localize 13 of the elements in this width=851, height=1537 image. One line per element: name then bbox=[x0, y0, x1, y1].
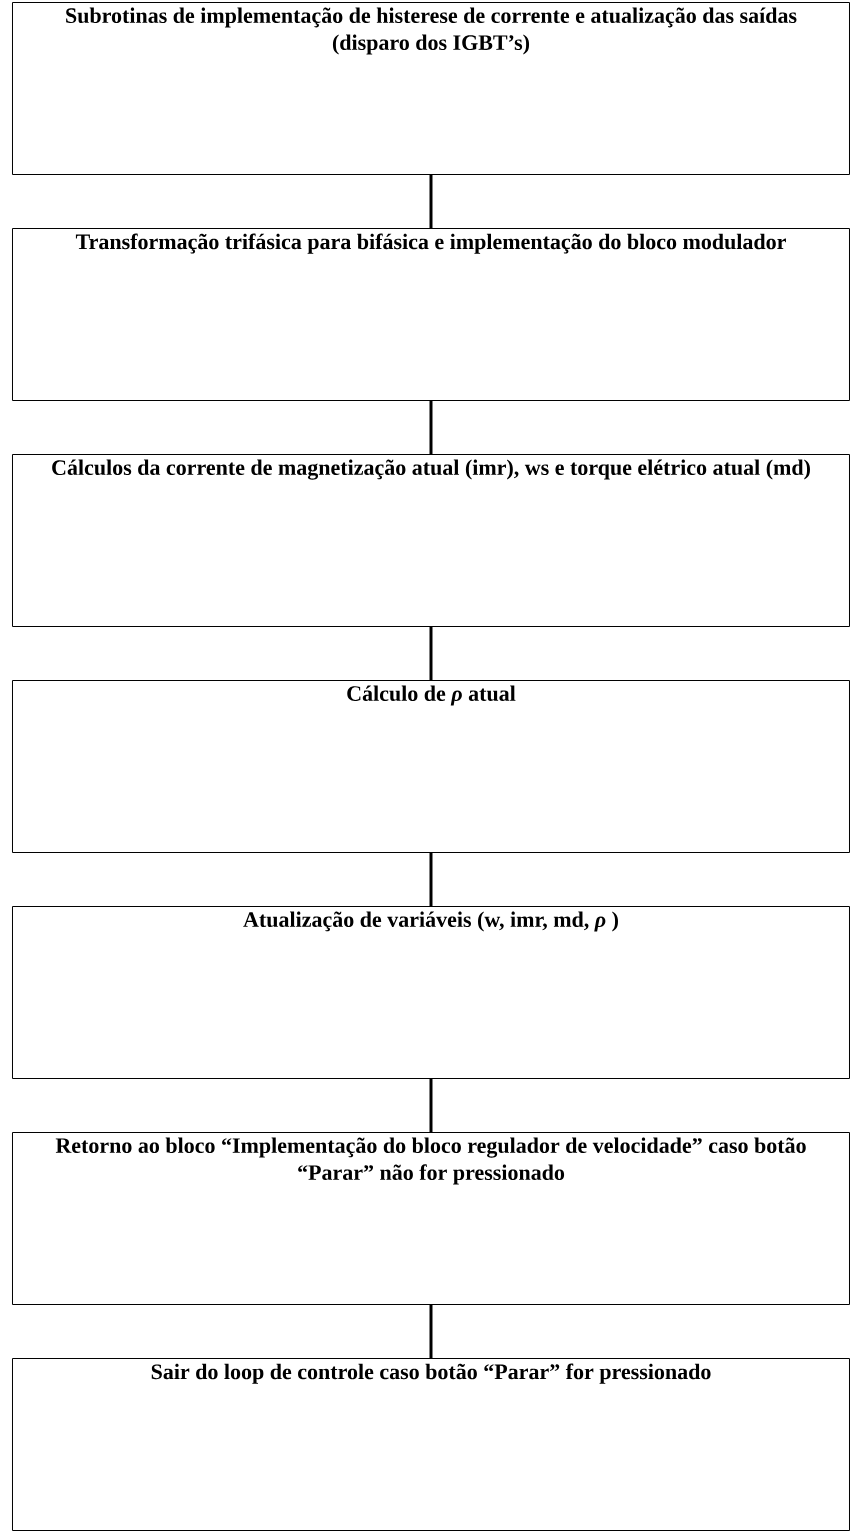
connector-line bbox=[429, 1305, 433, 1358]
connector-line bbox=[429, 401, 433, 454]
connector-line bbox=[429, 853, 433, 906]
connector-line bbox=[429, 175, 433, 228]
process-box: Transformação trifásica para bifásica e implementação do bloco modulador bbox=[12, 228, 850, 401]
process-box: Retorno ao bloco “Implementação do bloco regulador de velocidade” caso botão “Parar” não for pressionado bbox=[12, 1132, 850, 1305]
process-box: Cálculos da corrente de magnetização atual (imr), ws e torque elétrico atual (md) bbox=[12, 454, 850, 627]
process-box: Sair do loop de controle caso botão “Parar” for pressionado bbox=[12, 1358, 850, 1531]
process-box: Cálculo de ρ atual bbox=[12, 680, 850, 853]
process-box: Atualização de variáveis (w, imr, md, ρ ) bbox=[12, 906, 850, 1079]
connector-line bbox=[429, 627, 433, 680]
process-box: Subrotinas de implementação de histerese de corrente e atualização das saídas (disparo dos IGBT’s) bbox=[12, 2, 850, 175]
connector-line bbox=[429, 1079, 433, 1132]
